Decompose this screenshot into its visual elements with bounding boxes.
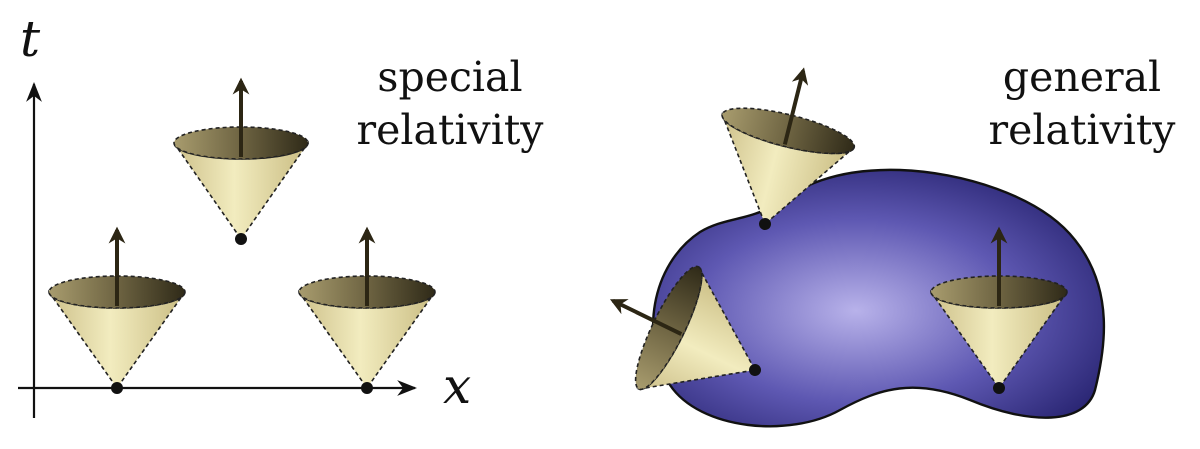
event-dot bbox=[235, 233, 247, 245]
special-relativity-title-line2: relativity bbox=[357, 106, 545, 154]
light-cone bbox=[298, 226, 436, 394]
general-relativity-panel: general relativity bbox=[609, 53, 1177, 428]
event-dot bbox=[749, 364, 761, 376]
worldline-arrow bbox=[782, 67, 809, 145]
light-cone bbox=[609, 264, 761, 391]
light-cone bbox=[930, 226, 1068, 394]
worldline-arrow bbox=[609, 298, 683, 336]
special-relativity-panel: t x special relativity bbox=[18, 10, 544, 418]
event-dot bbox=[111, 382, 123, 394]
time-axis-label: t bbox=[20, 10, 41, 68]
event-dot bbox=[993, 382, 1005, 394]
general-relativity-title-line2: relativity bbox=[989, 106, 1177, 154]
light-cone bbox=[48, 226, 186, 394]
light-cone bbox=[721, 67, 856, 230]
general-relativity-title-line1: general bbox=[1003, 53, 1161, 101]
space-axis-label: x bbox=[443, 357, 471, 415]
light-cone bbox=[173, 77, 309, 245]
event-dot bbox=[759, 218, 771, 230]
special-relativity-title-line1: special bbox=[377, 53, 522, 101]
event-dot bbox=[361, 382, 373, 394]
